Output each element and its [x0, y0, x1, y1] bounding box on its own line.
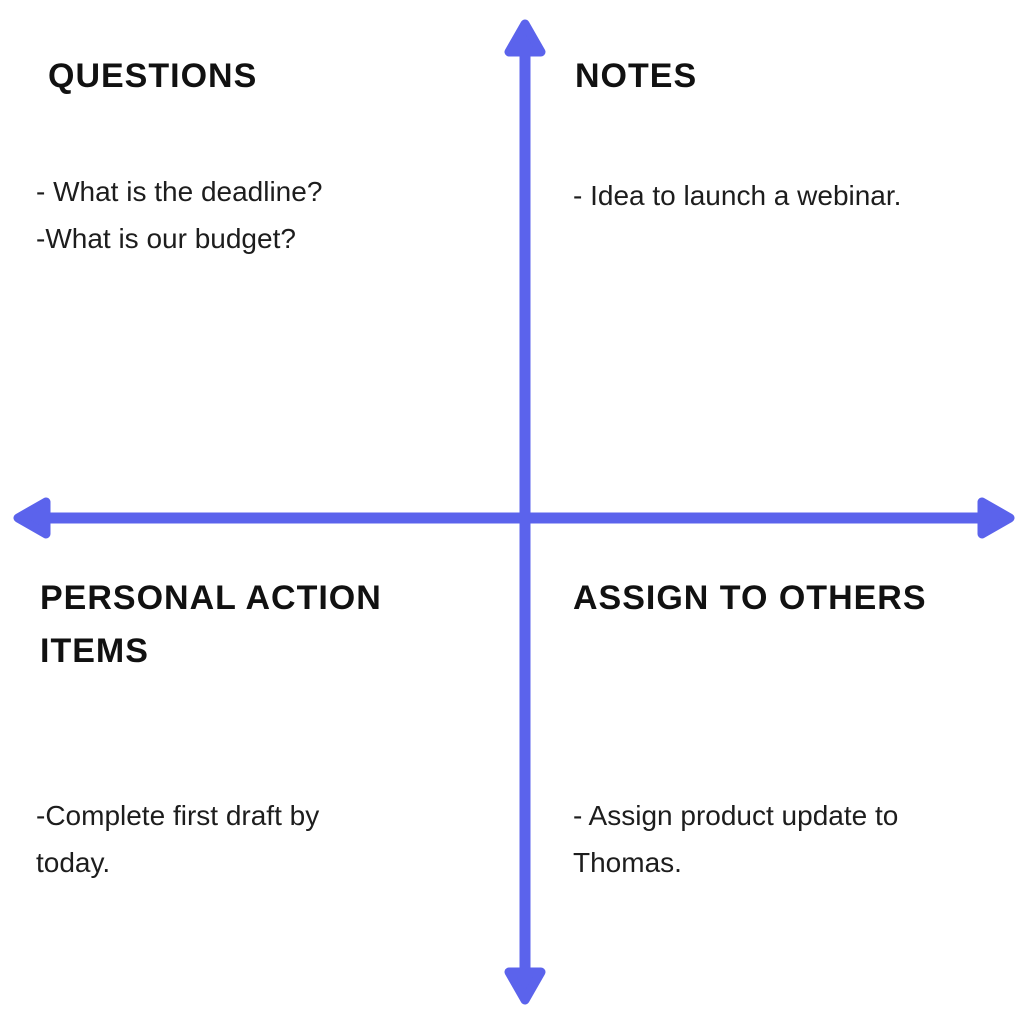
- list-item: -Complete first draft by today.: [36, 800, 320, 878]
- list-item: - Idea to launch a webinar.: [573, 180, 902, 211]
- quadrant-title-questions: QUESTIONS: [48, 57, 258, 95]
- arrowhead-left-icon: [13, 497, 51, 539]
- quadrant-items-questions: - What is the deadline? -What is our bud…: [36, 168, 381, 262]
- quadrant-title-personal-action-items: PERSONAL ACTION ITEMS: [40, 579, 382, 670]
- arrowhead-down-icon: [504, 967, 546, 1005]
- list-item: - Assign product update to Thomas.: [573, 800, 899, 878]
- quadrant-title-assign-to-others: ASSIGN TO OTHERS: [573, 579, 927, 617]
- quadrant-items-notes: - Idea to launch a webinar.: [573, 172, 993, 219]
- quadrant-title-notes: NOTES: [575, 57, 698, 95]
- quadrant-items-assign-to-others: - Assign product update to Thomas.: [573, 792, 973, 886]
- list-item: -What is our budget?: [36, 223, 296, 254]
- arrowhead-up-icon: [504, 19, 546, 57]
- list-item: - What is the deadline?: [36, 176, 323, 207]
- arrowhead-right-icon: [977, 497, 1015, 539]
- quadrant-items-personal-action-items: -Complete first draft by today.: [36, 792, 381, 886]
